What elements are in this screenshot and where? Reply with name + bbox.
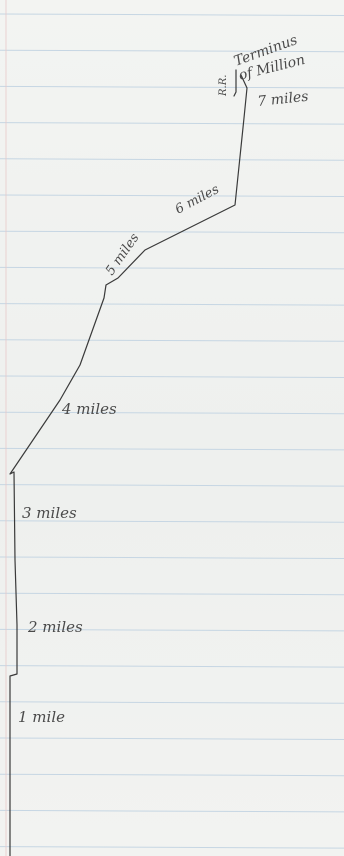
- ruled-line: [0, 375, 344, 378]
- terminus-side-label: R.R.: [218, 75, 229, 97]
- ruled-line: [0, 737, 344, 740]
- ruled-line: [0, 846, 344, 849]
- ruled-line: [0, 809, 344, 813]
- ruled-line: [0, 49, 344, 53]
- mile-4-label: 4 miles: [61, 400, 117, 418]
- ruled-line: [0, 266, 344, 270]
- ruled-line: [0, 701, 344, 704]
- ruled-line: [0, 303, 344, 306]
- ruled-line: [0, 665, 344, 668]
- ruled-line: [0, 122, 344, 125]
- ruled-line: [0, 773, 344, 777]
- ruled-line: [0, 230, 344, 234]
- mile-3-label: 3 miles: [22, 504, 77, 522]
- ruled-line: [0, 628, 344, 632]
- ruled-line: [0, 194, 344, 197]
- terminus-tick: [233, 69, 237, 97]
- route-line: [9, 74, 248, 856]
- ruled-line: [0, 339, 344, 342]
- mile-5-label: 5 miles: [103, 231, 143, 279]
- ruled-line: [0, 484, 344, 487]
- mile-2-label: 2 miles: [27, 618, 83, 636]
- ruled-line: [0, 520, 344, 523]
- ruled-line: [0, 158, 344, 161]
- ruled-line: [0, 447, 344, 451]
- mile-1-label: 1 mile: [18, 708, 65, 726]
- ruled-line: [0, 13, 344, 16]
- ruled-line: [0, 411, 344, 415]
- ruled-line: [0, 592, 344, 596]
- mile-7-label: 7 miles: [257, 89, 309, 110]
- ruled-line: [0, 85, 344, 89]
- ruled-line: [0, 556, 344, 559]
- mile-6-label: 6 miles: [173, 182, 222, 218]
